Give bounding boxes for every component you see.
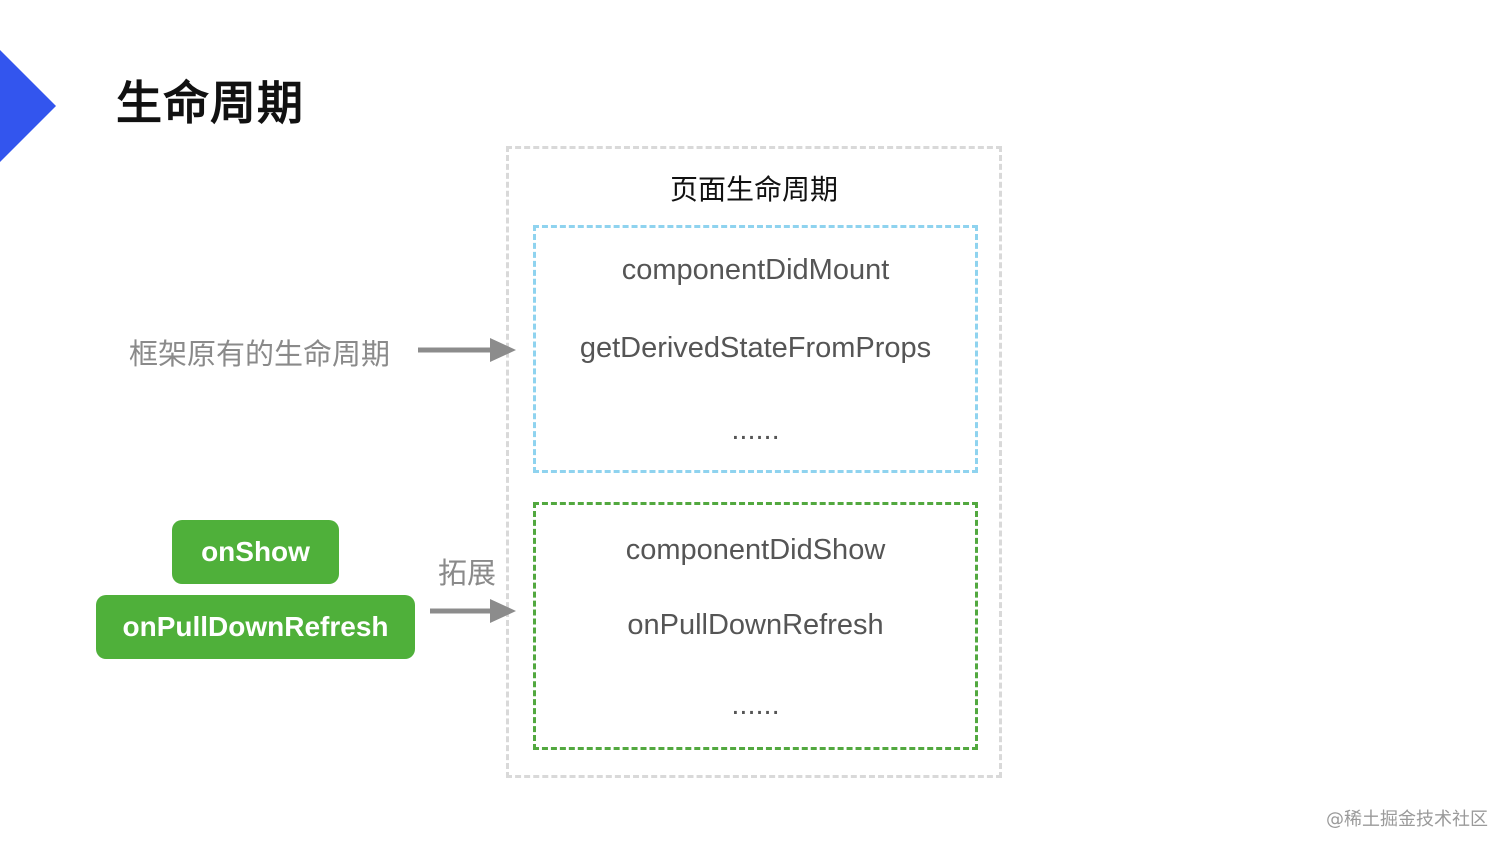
extended-lifecycle-box	[533, 502, 978, 750]
page-lifecycle-title: 页面生命周期	[669, 173, 838, 206]
extended-method-item: onPullDownRefresh	[627, 609, 884, 641]
extend-label: 拓展	[438, 556, 497, 590]
native-arrow-icon	[418, 338, 516, 362]
extended-method-ellipsis: ......	[731, 689, 780, 721]
native-method-item: componentDidMount	[621, 254, 890, 286]
corner-accent-marker	[0, 50, 56, 162]
native-lifecycle-label: 框架原有的生命周期	[129, 337, 391, 371]
native-lifecycle-box	[533, 225, 978, 473]
page-lifecycle-container	[506, 146, 1002, 778]
onpulldownrefresh-hook-badge: onPullDownRefresh	[96, 595, 415, 659]
slide-title: 生命周期	[116, 76, 304, 130]
native-method-ellipsis: ......	[731, 414, 780, 446]
watermark: @稀土掘金技术社区	[1326, 809, 1488, 830]
extended-method-item: componentDidShow	[625, 534, 886, 566]
onshow-hook-badge: onShow	[172, 520, 339, 584]
extend-arrow-icon	[430, 599, 516, 623]
native-method-item: getDerivedStateFromProps	[579, 332, 932, 364]
